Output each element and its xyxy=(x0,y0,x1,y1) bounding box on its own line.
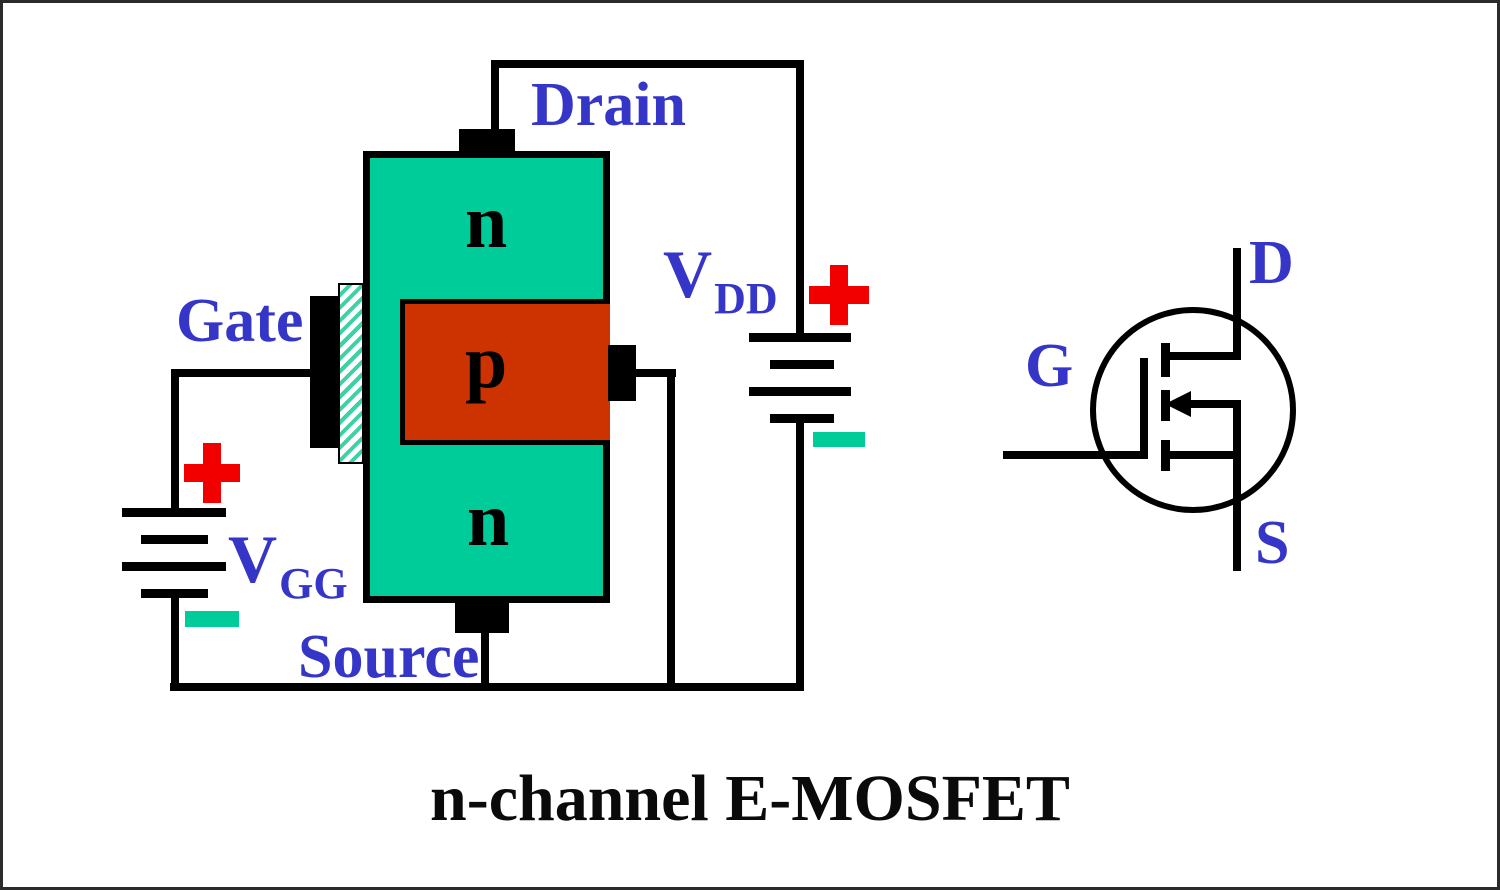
vgg-battery-plate-short-1 xyxy=(141,535,208,544)
symbol-gate-electrode xyxy=(1140,358,1148,459)
vdd-wire-bottom xyxy=(796,419,804,691)
source-wire-vertical xyxy=(481,629,489,687)
vgg-wire-bottom xyxy=(171,593,179,691)
p-body-wire-horizontal xyxy=(634,369,676,377)
symbol-gate-lead xyxy=(1003,451,1148,459)
symbol-source-bar xyxy=(1166,451,1241,459)
top-wire-horizontal xyxy=(491,60,804,68)
source-contact xyxy=(455,601,509,633)
diagram-title: n-channel E-MOSFET xyxy=(430,762,1070,835)
vgg-plus-icon xyxy=(184,443,240,503)
vgg-wire-top xyxy=(171,369,179,514)
vgg-label-base: V xyxy=(228,521,278,597)
vgg-label: VGG xyxy=(228,525,348,606)
symbol-source-lead xyxy=(1233,451,1241,571)
vdd-label-subscript: DD xyxy=(714,274,778,323)
n-region-top-label: n xyxy=(465,180,508,264)
vgg-minus-icon xyxy=(185,611,239,627)
vdd-plus-icon xyxy=(809,265,869,325)
symbol-channel-segment-bottom xyxy=(1161,440,1170,471)
vdd-label-base: V xyxy=(663,236,713,312)
vdd-battery-plate-long-1 xyxy=(749,333,851,342)
symbol-drain-lead xyxy=(1233,248,1241,358)
p-body-contact xyxy=(608,345,636,401)
vdd-battery-plate-long-2 xyxy=(749,387,851,396)
symbol-body-arrow-icon xyxy=(1165,391,1191,417)
symbol-body-source-connector xyxy=(1233,400,1241,459)
symbol-drain-label: D xyxy=(1249,229,1294,297)
vdd-wire-top xyxy=(796,60,804,337)
symbol-drain-bar xyxy=(1166,352,1241,360)
vgg-label-subscript: GG xyxy=(279,559,348,608)
p-region xyxy=(400,299,610,445)
n-region-bottom-label: n xyxy=(467,478,510,562)
gate-label: Gate xyxy=(176,287,304,355)
symbol-source-label: S xyxy=(1255,509,1290,577)
vgg-battery-plate-long-1 xyxy=(122,508,226,517)
symbol-channel-segment-top xyxy=(1161,343,1170,377)
gate-contact xyxy=(310,296,338,448)
drain-wire-vertical xyxy=(491,60,499,133)
bottom-wire-horizontal xyxy=(170,683,804,691)
symbol-gate-label: G xyxy=(1025,332,1074,400)
vgg-battery-plate-short-2 xyxy=(141,589,208,598)
source-label: Source xyxy=(298,623,480,691)
drain-contact xyxy=(459,129,515,157)
drain-label: Drain xyxy=(531,71,686,139)
gate-wire-horizontal xyxy=(171,369,311,377)
vdd-battery-plate-short-1 xyxy=(770,360,834,369)
symbol-circle xyxy=(1090,307,1296,513)
p-region-label: p xyxy=(465,320,508,404)
gate-oxide-hatched xyxy=(338,283,364,464)
vdd-battery-plate-short-2 xyxy=(770,414,834,423)
vdd-label: VDD xyxy=(663,240,778,321)
p-body-wire-vertical xyxy=(667,369,675,691)
symbol-body-bar xyxy=(1189,400,1241,408)
vdd-minus-icon xyxy=(813,432,865,447)
vgg-battery-plate-long-2 xyxy=(122,562,226,571)
